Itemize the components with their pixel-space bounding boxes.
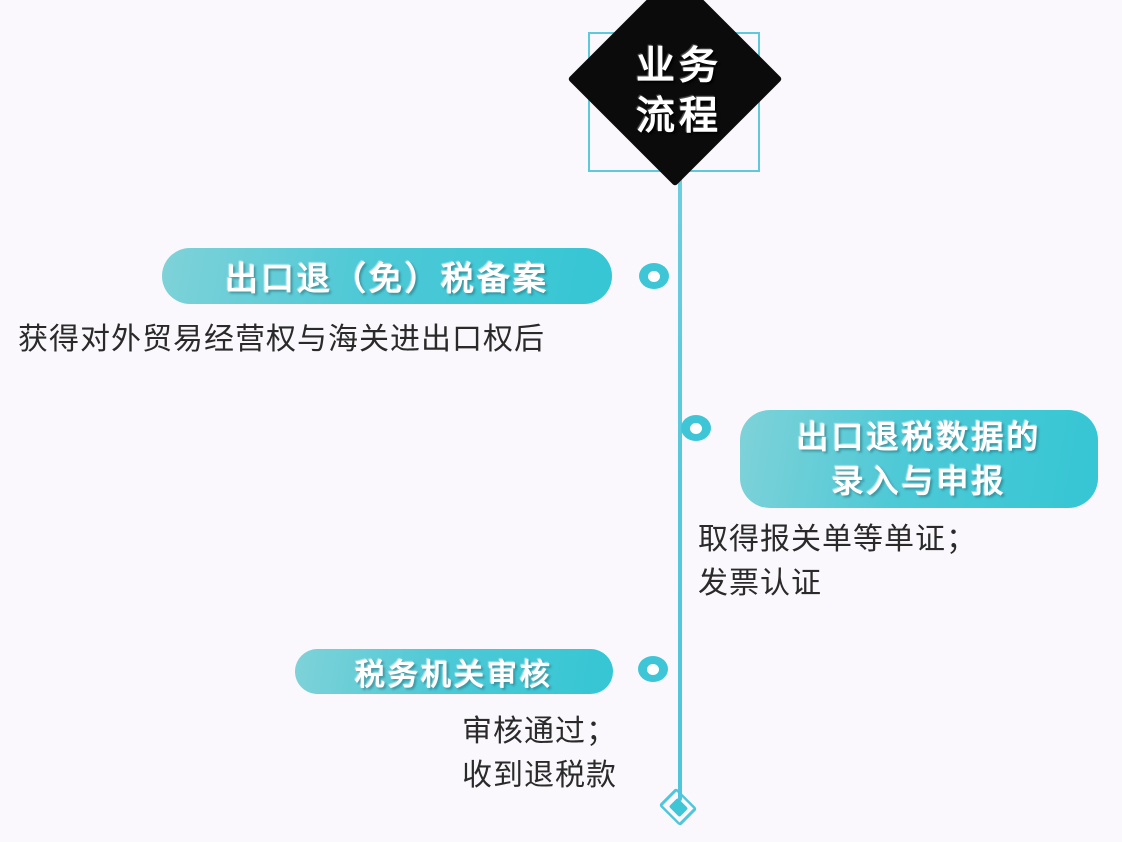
step-3-label-pill[interactable]: 税务机关审核 [295,649,613,694]
step-2-caption: 取得报关单等单证； 发票认证 [698,523,977,600]
step-2-label-pill[interactable]: 出口退税数据的 录入与申报 [740,410,1098,508]
title-badge: 业务 流程 [548,0,810,208]
step-1-label-pill[interactable]: 出口退（免）税备案 [162,248,612,304]
badge-title-text: 业务 流程 [635,45,722,138]
timeline-dot-icon-2 [681,415,711,441]
step-1-caption: 获得对外贸易经营权与海关进出口权后 [18,323,545,356]
step-3-caption: 审核通过； 收到退税款 [462,715,617,792]
timeline-dot-icon-1 [639,263,669,289]
diamond-endcap-icon [650,785,706,829]
timeline-spine [678,176,682,801]
timeline-dot-icon-3 [638,656,668,682]
